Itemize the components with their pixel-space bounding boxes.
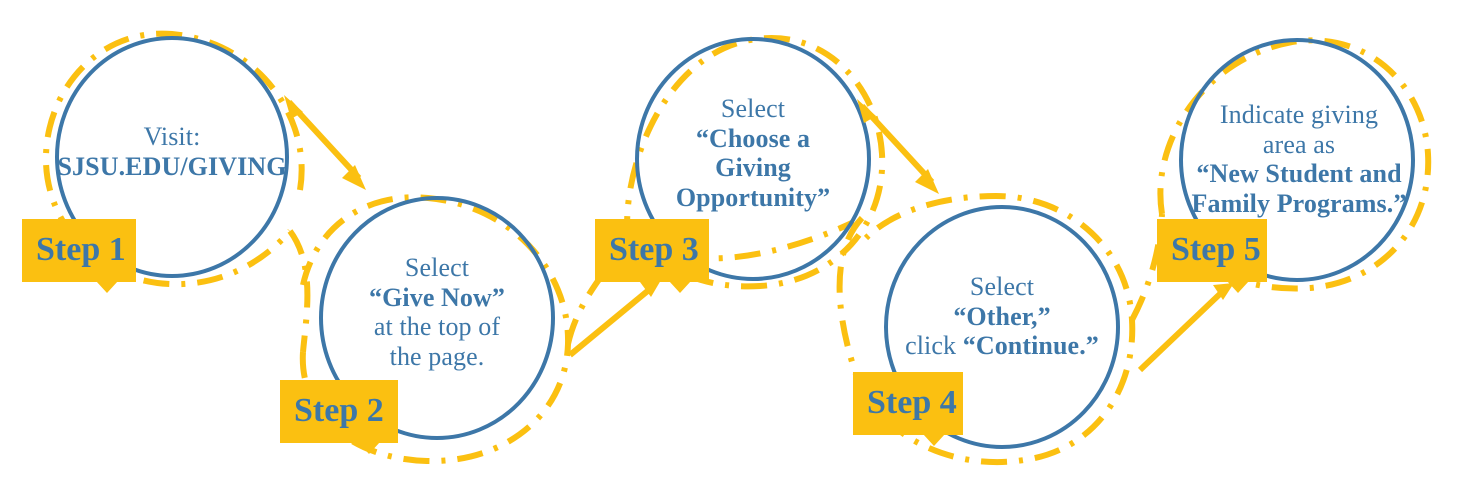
circle-step4 bbox=[884, 205, 1120, 449]
gold-halo-step3 bbox=[624, 35, 886, 290]
circle-text-step1: Visit: SJSU.EDU/GIVING bbox=[44, 122, 300, 181]
circle-text-step2: Select “Give Now” at the top of the page… bbox=[317, 253, 557, 372]
step5-line-3: “New Student and bbox=[1196, 159, 1402, 189]
step5-line-1: Indicate giving bbox=[1219, 100, 1379, 129]
step3-line-1: Select bbox=[720, 94, 786, 123]
gold-transition-2-3 bbox=[565, 240, 631, 345]
gold-halo-step5 bbox=[1157, 37, 1432, 292]
step3-line-4: Opportunity” bbox=[675, 182, 831, 212]
circle-text-step3: Select “Choose a Giving Opportunity” bbox=[633, 94, 873, 213]
arrow-step1-to-step2 bbox=[284, 95, 366, 190]
circle-text-step5: Indicate giving area as “New Student and… bbox=[1168, 100, 1430, 219]
arrow-step4-to-step5 bbox=[1137, 283, 1234, 373]
arrow-step2-to-step3 bbox=[568, 280, 661, 358]
step4-line-3-prefix: click bbox=[905, 331, 963, 361]
step-badge-4-label: Step 4 bbox=[867, 383, 957, 421]
step2-line-4: the page. bbox=[389, 341, 485, 371]
step-badge-3[interactable]: Step 3 bbox=[595, 219, 709, 293]
step-badge-3-label: Step 3 bbox=[609, 230, 699, 268]
circle-text-step4: Select “Other,” click “Continue.” bbox=[882, 272, 1122, 361]
step-badge-4[interactable]: Step 4 bbox=[853, 372, 963, 446]
step-badge-1[interactable]: Step 1 bbox=[22, 219, 136, 293]
step2-line-2: “Give Now” bbox=[368, 282, 506, 312]
step-badge-4-tail bbox=[923, 434, 945, 446]
step-badge-5[interactable]: Step 5 bbox=[1157, 219, 1267, 293]
step4-line-3: click “Continue.” bbox=[882, 331, 1122, 361]
step-badge-5-label: Step 5 bbox=[1171, 230, 1261, 268]
step3-line-2: “Choose a bbox=[695, 123, 811, 153]
arrow-step3-to-step4 bbox=[857, 99, 939, 194]
step-badge-1-tail bbox=[96, 281, 118, 293]
circle-step2 bbox=[319, 196, 555, 440]
step-badge-2-label: Step 2 bbox=[294, 391, 384, 429]
gold-transition-3-4 bbox=[631, 219, 856, 262]
step1-line-2: SJSU.EDU/GIVING bbox=[57, 151, 287, 181]
step5-line-2: area as bbox=[1262, 129, 1336, 159]
gold-halo-step4 bbox=[836, 192, 1136, 466]
step2-line-3: at the top of bbox=[373, 312, 501, 342]
step-badge-1-label: Step 1 bbox=[36, 230, 126, 268]
step4-line-1: Select bbox=[969, 272, 1035, 301]
gold-transition-1-2 bbox=[287, 229, 311, 353]
step4-line-3-quoted: “Continue.” bbox=[962, 331, 1099, 361]
step-badge-2-tail bbox=[358, 442, 380, 454]
step4-line-2: “Other,” bbox=[953, 301, 1051, 331]
step-badge-2[interactable]: Step 2 bbox=[280, 380, 398, 454]
circle-step1 bbox=[55, 36, 289, 278]
step-badge-3-tail bbox=[669, 281, 691, 293]
step3-line-3: Giving bbox=[715, 153, 791, 183]
step5-line-4: Family Programs.” bbox=[1191, 188, 1407, 218]
step-badge-5-tail bbox=[1227, 281, 1249, 293]
gold-transition-4-5 bbox=[1129, 213, 1165, 322]
circle-step3 bbox=[635, 37, 871, 281]
step2-line-1: Select bbox=[404, 253, 470, 282]
step1-line-1: Visit: bbox=[143, 122, 201, 151]
circle-step5 bbox=[1179, 38, 1415, 282]
